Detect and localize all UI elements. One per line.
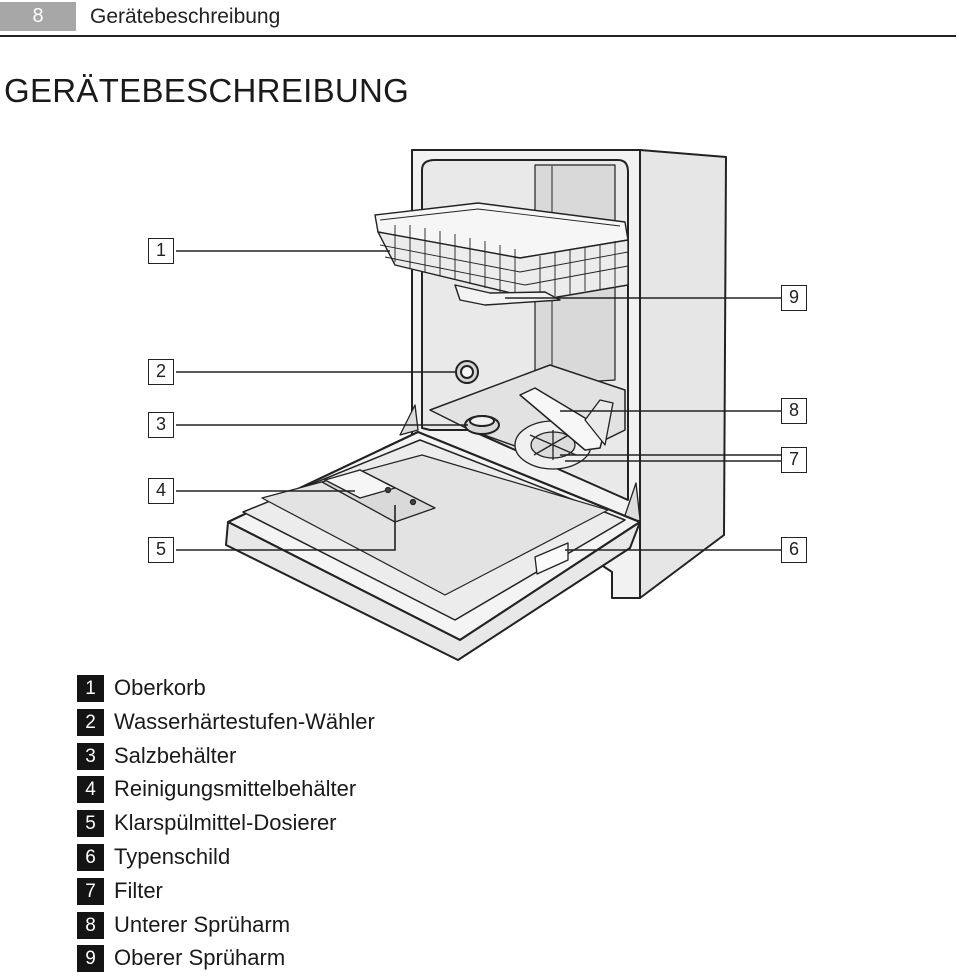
legend-label: Oberkorb [114, 675, 206, 700]
section-title: Gerätebeschreibung [90, 5, 281, 28]
legend-label: Unterer Sprüharm [114, 911, 291, 937]
detergent-dispenser [321, 469, 436, 523]
legend-label: Filter [114, 877, 163, 903]
legend-number: 6 [77, 843, 104, 871]
cabinet-side [639, 149, 727, 599]
legend-number: 1 [77, 675, 104, 702]
callout-1: 1 [148, 238, 174, 264]
callout-7: 7 [781, 447, 807, 473]
legend-label: Typenschild [114, 843, 231, 869]
callout-2: 2 [148, 359, 174, 385]
legend-number: 5 [77, 810, 104, 838]
legend-label: Oberer Sprüharm [114, 945, 286, 971]
page-header: 8 Gerätebeschreibung [0, 0, 960, 37]
legend-label: Wasserhärtestufen-Wähler [114, 708, 375, 734]
legend-number: 9 [77, 945, 104, 973]
legend-number: 2 [77, 708, 104, 736]
legend-label: Klarspülmittel-Dosierer [114, 810, 337, 836]
legend-label: Reinigungsmittelbehälter [114, 776, 357, 802]
page-title: GERÄTEBESCHREIBUNG [4, 72, 410, 109]
legend-label: Salzbehälter [114, 742, 237, 768]
legend-number: 3 [77, 742, 104, 770]
dishwasher-illustration [176, 149, 782, 661]
legend-number: 7 [77, 877, 104, 905]
hardness-selector [455, 360, 479, 384]
header-rule [0, 35, 956, 37]
callout-3: 3 [148, 412, 174, 438]
salt-container [464, 415, 500, 435]
callout-8: 8 [781, 398, 807, 424]
callout-6: 6 [781, 537, 807, 563]
legend-number: 4 [77, 776, 104, 804]
upper-basket [374, 202, 629, 306]
callout-9: 9 [781, 285, 807, 311]
page-number: 8 [0, 2, 76, 31]
callout-4: 4 [148, 478, 174, 504]
callout-5: 5 [148, 537, 174, 563]
open-door [225, 430, 642, 661]
type-plate [534, 542, 569, 575]
legend-number: 8 [77, 911, 104, 939]
